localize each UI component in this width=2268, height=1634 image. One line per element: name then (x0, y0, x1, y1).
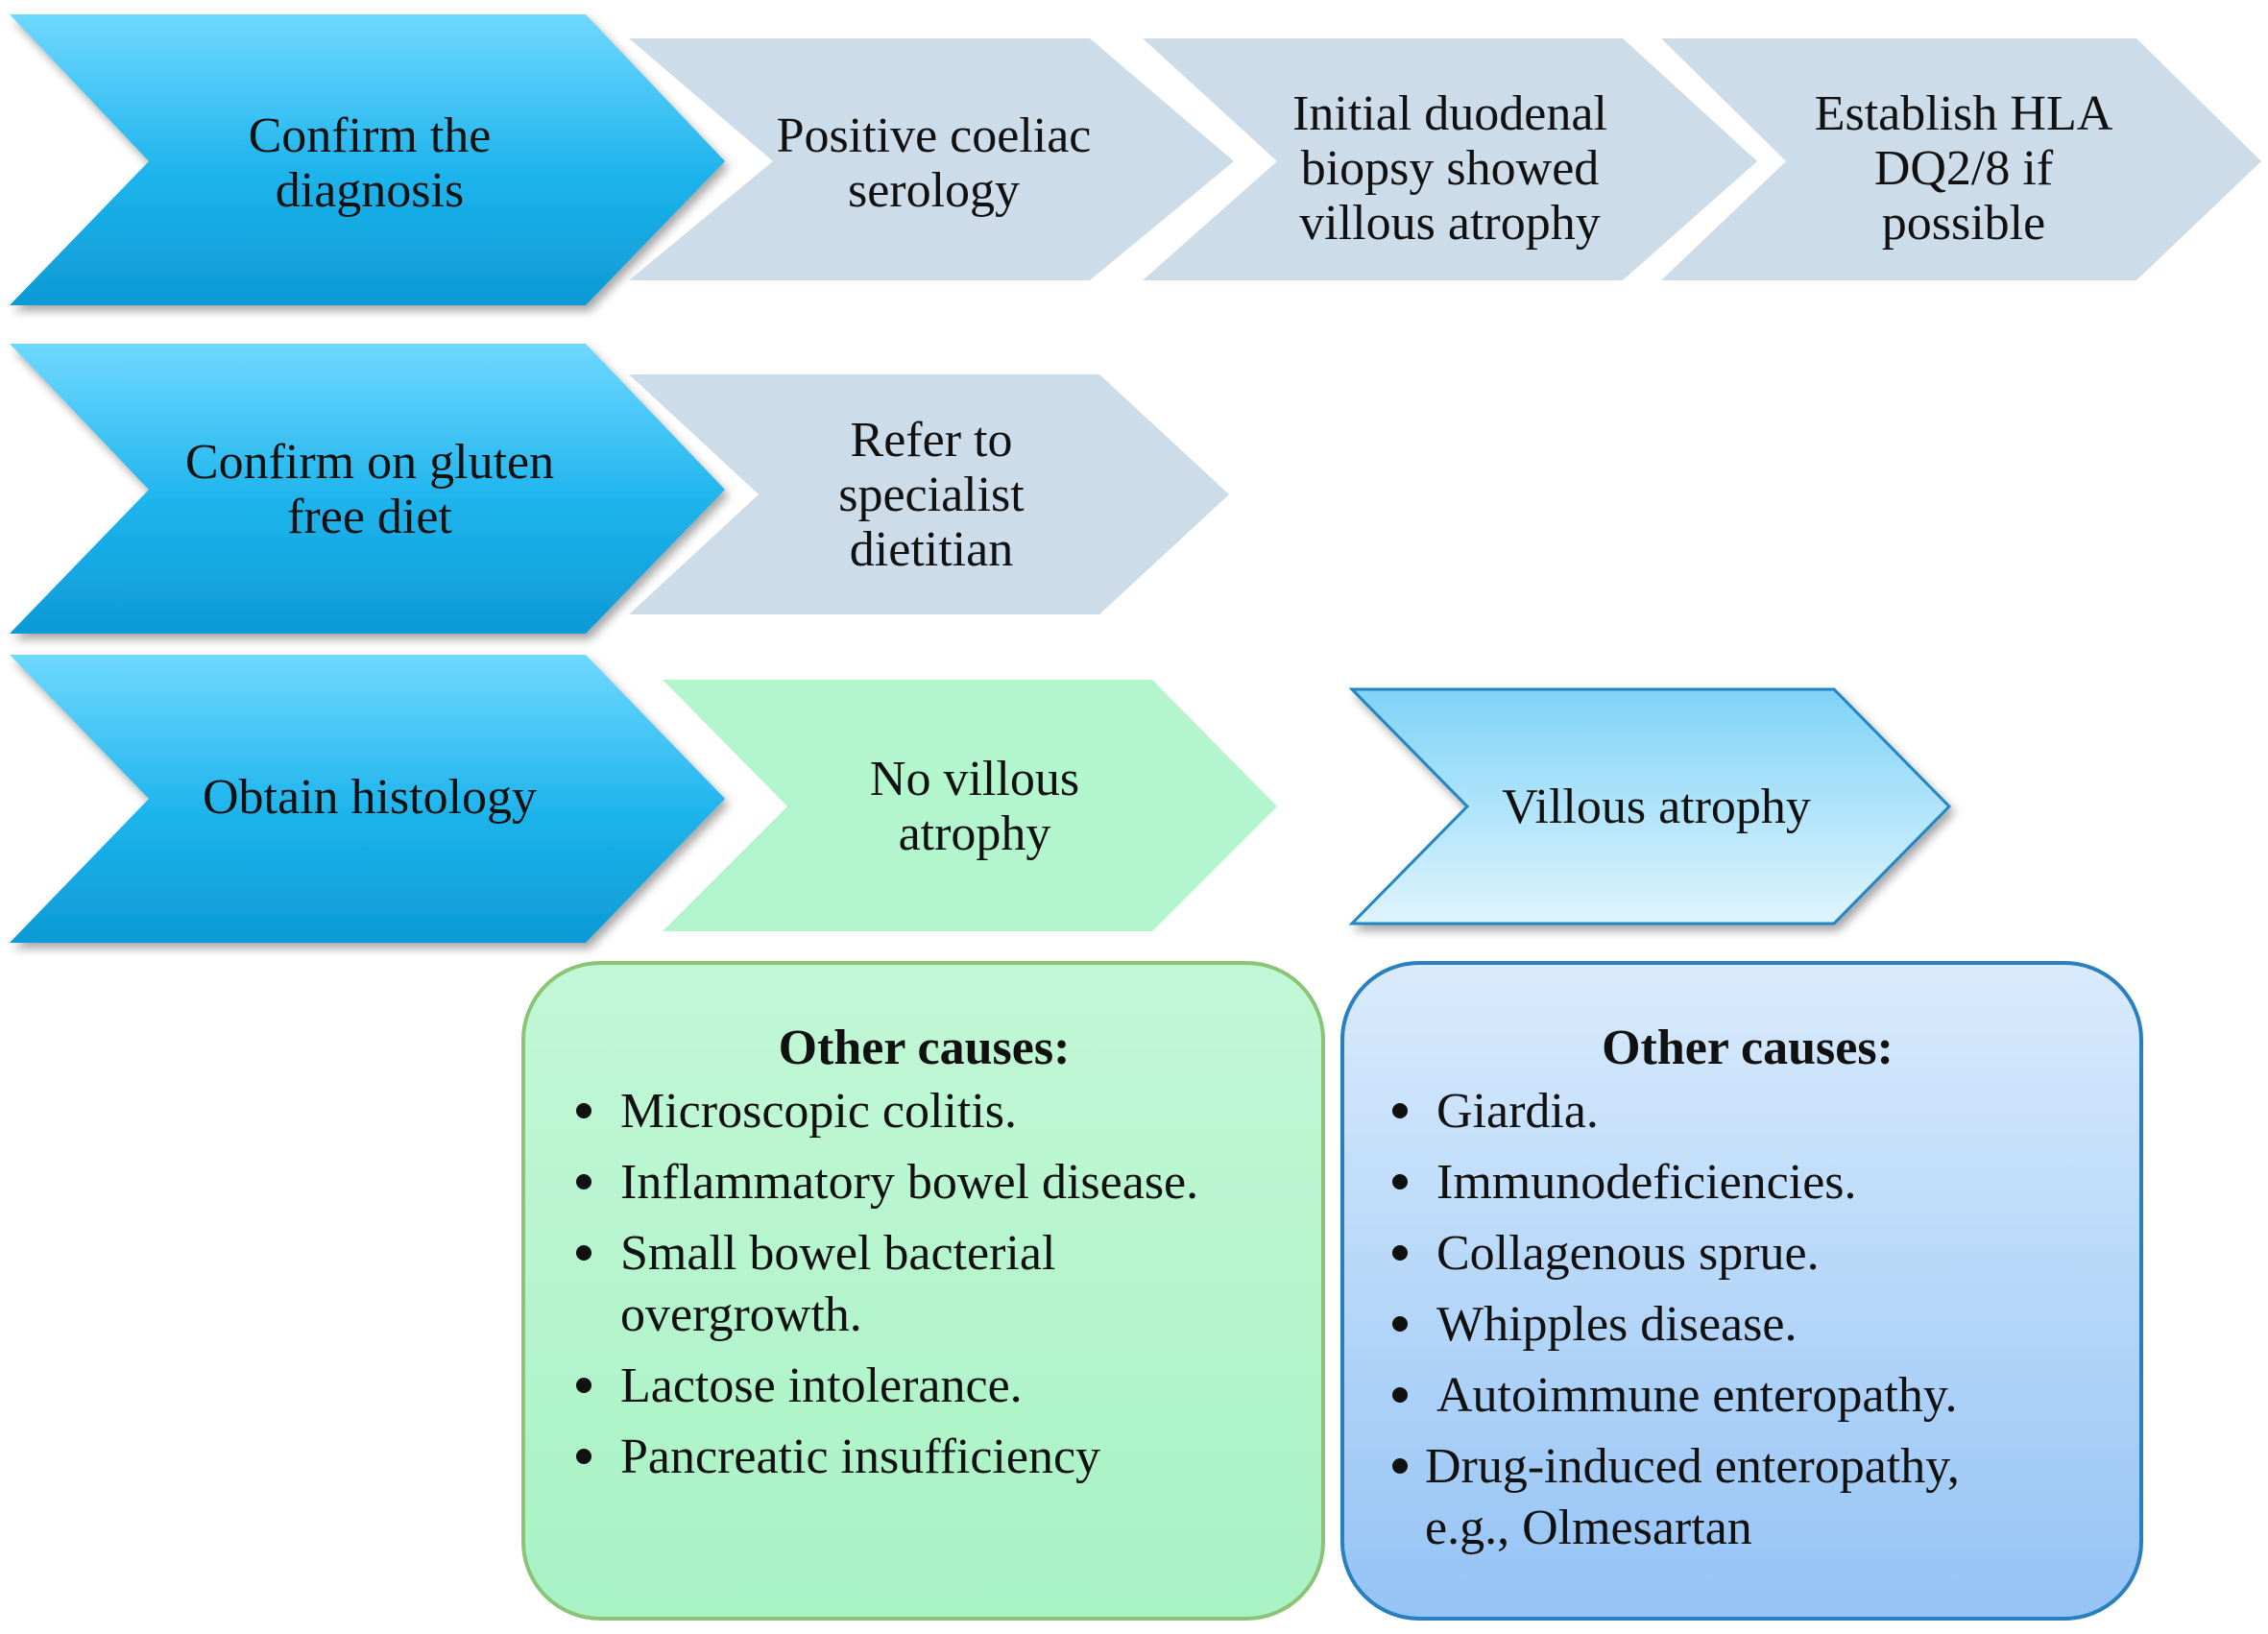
list-item: Microscopic colitis. (567, 1081, 1282, 1142)
biopsy-chevron (1143, 38, 1757, 280)
serology-chevron (629, 38, 1234, 280)
villous-atrophy-label: Villous atrophy (1502, 779, 1811, 834)
villous-atrophy-chevron (1348, 687, 1952, 925)
list-item: Whipples disease. (1383, 1294, 2112, 1356)
confirm-diagnosis-chevron (10, 14, 725, 305)
dietitian-label: Refer to specialist dietitian (838, 412, 1025, 577)
gluten-free-chevron (10, 344, 725, 634)
no-villous-atrophy-label: No villous atrophy (869, 752, 1080, 861)
list-item: Pancreatic insufficiency (567, 1427, 1282, 1488)
confirm-diagnosis-label: Confirm the diagnosis (248, 108, 492, 218)
green-causes-list: Microscopic colitis. Inflammatory bowel … (567, 1081, 1282, 1488)
list-item: Collagenous sprue. (1383, 1223, 2112, 1285)
blue-causes-box (1340, 961, 2143, 1621)
list-item: Autoimmune enteropathy. (1383, 1365, 2112, 1427)
no-villous-atrophy-chevron (663, 680, 1277, 931)
hla-label: Establish HLA DQ2/8 if possible (1814, 85, 2113, 251)
hla-chevron (1661, 38, 2261, 280)
green-box-title: Other causes: (778, 1021, 1071, 1075)
blue-box-content: Other causes: Giardia. Immunodeficiencie… (1383, 1018, 2112, 1559)
list-item: Lactose intolerance. (567, 1356, 1282, 1417)
blue-causes-list: Giardia. Immunodeficiencies. Collagenous… (1383, 1081, 2112, 1559)
blue-box-title: Other causes: (1602, 1021, 1894, 1075)
biopsy-label: Initial duodenal biopsy showed villous a… (1292, 85, 1607, 251)
dietitian-chevron (629, 374, 1229, 614)
green-box-content: Other causes: Microscopic colitis. Infla… (567, 1018, 1282, 1488)
histology-label: Obtain histology (202, 769, 538, 825)
histology-chevron (10, 655, 725, 943)
gluten-free-label: Confirm on gluten free diet (184, 435, 555, 544)
list-item: Giardia. (1383, 1081, 2112, 1142)
list-item: Immunodeficiencies. (1383, 1152, 2112, 1213)
green-causes-box (521, 961, 1325, 1621)
serology-label: Positive coeliac serology (776, 108, 1092, 218)
list-item: Small bowel bacterial overgrowth. (567, 1223, 1282, 1346)
list-item: Drug-induced enteropathy, e.g., Olmesart… (1383, 1436, 2112, 1559)
list-item: Inflammatory bowel disease. (567, 1152, 1282, 1213)
